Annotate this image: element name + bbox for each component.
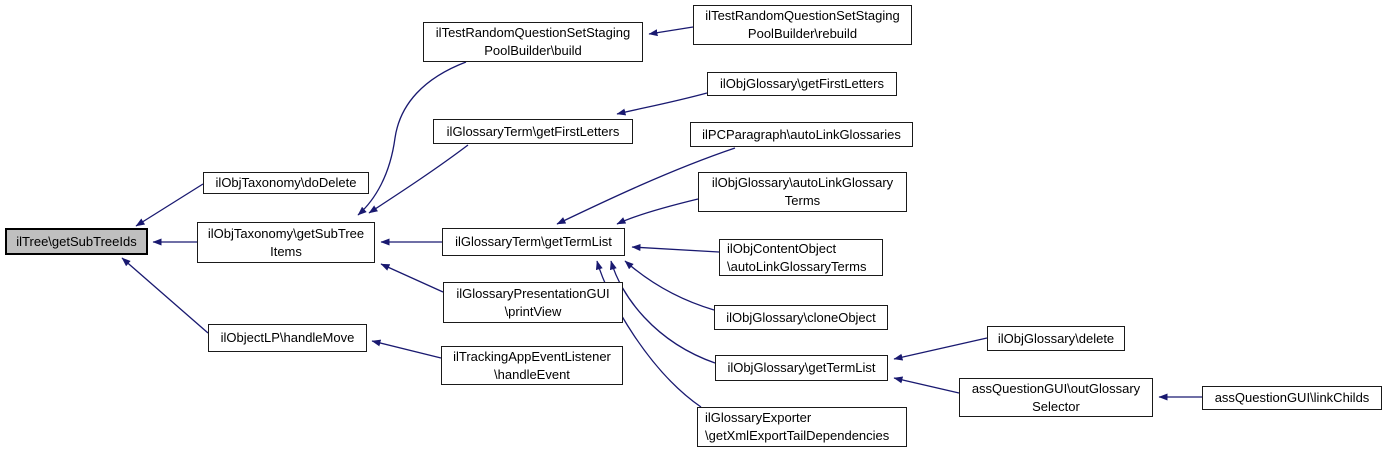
node-ilglossarypresentationgui-printview[interactable]: ilGlossaryPresentationGUI \printView	[443, 282, 623, 323]
edge-n6-n7	[616, 92, 708, 116]
node-ilglossaryterm-gettermlist[interactable]: ilGlossaryTerm\getTermList	[442, 228, 625, 256]
edge-n18-n3	[371, 339, 442, 359]
edge-n8-n10	[556, 147, 736, 225]
edge-n5-n4	[648, 26, 694, 37]
edge-n11-n10	[631, 243, 720, 253]
node-ilobjglossary-cloneobject[interactable]: ilObjGlossary\cloneObject	[714, 305, 888, 330]
node-iltrackingappeventlistener-handleevent[interactable]: ilTrackingAppEventListener \handleEvent	[441, 346, 623, 385]
edge-n4-n2	[357, 61, 467, 216]
node-iltree-getsubtreeids: ilTree\getSubTreeIds	[5, 228, 148, 255]
node-ilobjcontentobject-autolinkglossaryterms[interactable]: ilObjContentObject \autoLinkGlossaryTerm…	[719, 239, 883, 276]
edge-n3-n0	[121, 257, 209, 334]
edge-n15-n10	[609, 260, 716, 364]
node-ilobjtaxonomy-getsubtreeitems[interactable]: ilObjTaxonomy\getSubTree Items	[197, 222, 375, 263]
node-ilobjectlp-handlemove[interactable]: ilObjectLP\handleMove	[208, 324, 367, 352]
edge-n16-n15	[893, 376, 960, 394]
node-assquestiongui-linkchilds[interactable]: assQuestionGUI\linkChilds	[1202, 386, 1382, 410]
edge-n19-n10	[595, 260, 702, 408]
edge-n1-n0	[135, 183, 204, 227]
node-iltestrandomquestionsetstagingpoolbuilder-build[interactable]: ilTestRandomQuestionSetStaging PoolBuild…	[423, 22, 643, 62]
node-iltestrandomquestionsetstagingpoolbuilder-rebuild[interactable]: ilTestRandomQuestionSetStaging PoolBuild…	[693, 5, 912, 45]
edge-n12-n2	[380, 263, 444, 293]
node-ilobjtaxonomy-dodelete[interactable]: ilObjTaxonomy\doDelete	[203, 172, 369, 194]
node-ilobjglossary-getfirstletters[interactable]: ilObjGlossary\getFirstLetters	[707, 72, 897, 96]
edge-n13-n10	[624, 260, 715, 311]
edge-n9-n10	[616, 198, 699, 225]
node-ilobjglossary-gettermlist[interactable]: ilObjGlossary\getTermList	[715, 355, 888, 381]
node-ilpcparagraph-autolinkglossaries[interactable]: ilPCParagraph\autoLinkGlossaries	[690, 122, 913, 147]
node-ilobjglossary-autolinkglossaryterms[interactable]: ilObjGlossary\autoLinkGlossary Terms	[698, 172, 907, 212]
node-assquestiongui-outglossaryselector[interactable]: assQuestionGUI\outGlossary Selector	[959, 378, 1153, 417]
node-ilglossaryterm-getfirstletters[interactable]: ilGlossaryTerm\getFirstLetters	[433, 119, 633, 144]
edge-n7-n2	[368, 144, 469, 214]
node-ilobjglossary-delete[interactable]: ilObjGlossary\delete	[987, 326, 1125, 351]
edge-n14-n15	[893, 337, 988, 361]
node-ilglossaryexporter-getxmlexporttaildependencies[interactable]: ilGlossaryExporter \getXmlExportTailDepe…	[697, 407, 907, 447]
